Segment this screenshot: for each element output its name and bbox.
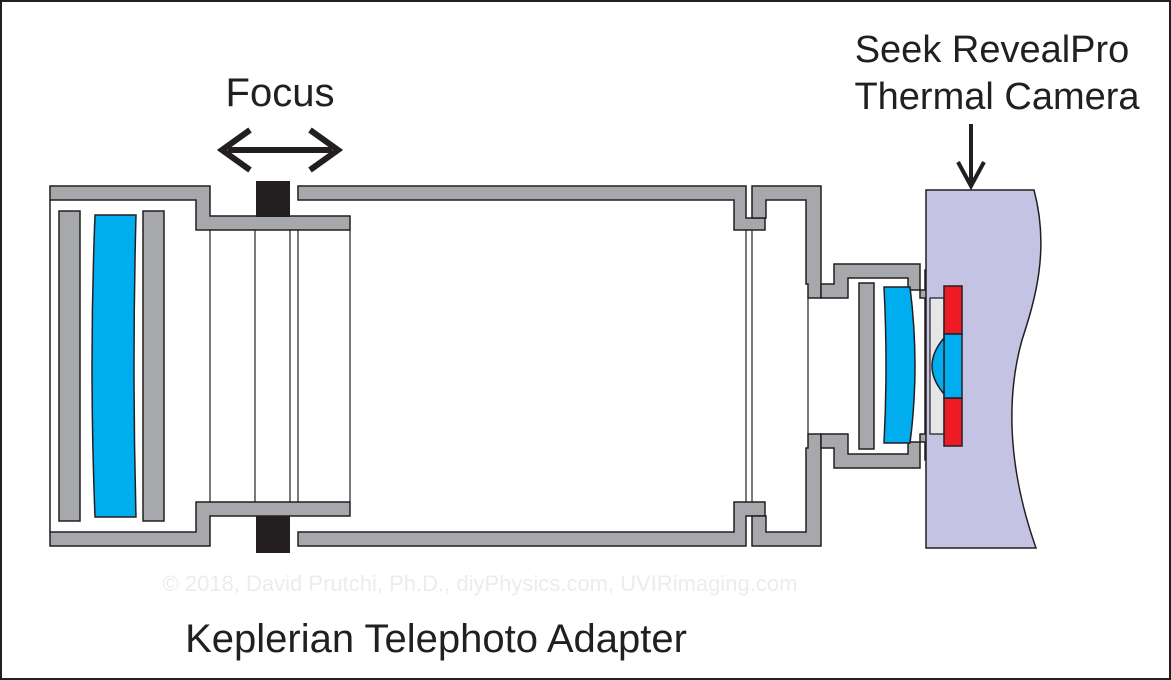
thermal-camera-body	[925, 189, 1042, 549]
focus-ring-bottom	[256, 516, 290, 553]
objective-bottom-wall	[49, 501, 351, 547]
coupler-bottom-wall	[751, 433, 822, 547]
camera-label-line1: Seek RevealPro	[855, 29, 1130, 71]
objective-lens	[91, 214, 137, 518]
focus-double-arrow-icon	[216, 127, 344, 173]
objective-left-plate	[58, 210, 81, 522]
camera-lens-dome	[931, 335, 945, 397]
eyepiece-lens	[883, 286, 916, 444]
objective-right-plate	[142, 210, 165, 522]
camera-lens-element	[943, 333, 963, 399]
focus-ring-top	[256, 181, 290, 217]
eyepiece-top-wall	[820, 263, 921, 299]
main-tube-top-wall	[297, 185, 766, 231]
diagram-title: Keplerian Telephoto Adapter	[185, 617, 687, 661]
sensor-housing-bottom	[943, 397, 963, 447]
focus-label: Focus	[226, 71, 335, 115]
sensor-housing-top	[943, 285, 963, 335]
main-tube	[297, 185, 766, 547]
eyepiece-plate	[858, 282, 875, 450]
camera-label-line2: Thermal Camera	[854, 76, 1140, 118]
copyright-watermark: © 2018, David Prutchi, Ph.D., diyPhysics…	[163, 571, 798, 596]
camera-pointer-arrow-icon	[956, 124, 986, 191]
coupler	[751, 185, 822, 547]
coupler-top-wall	[751, 185, 822, 299]
